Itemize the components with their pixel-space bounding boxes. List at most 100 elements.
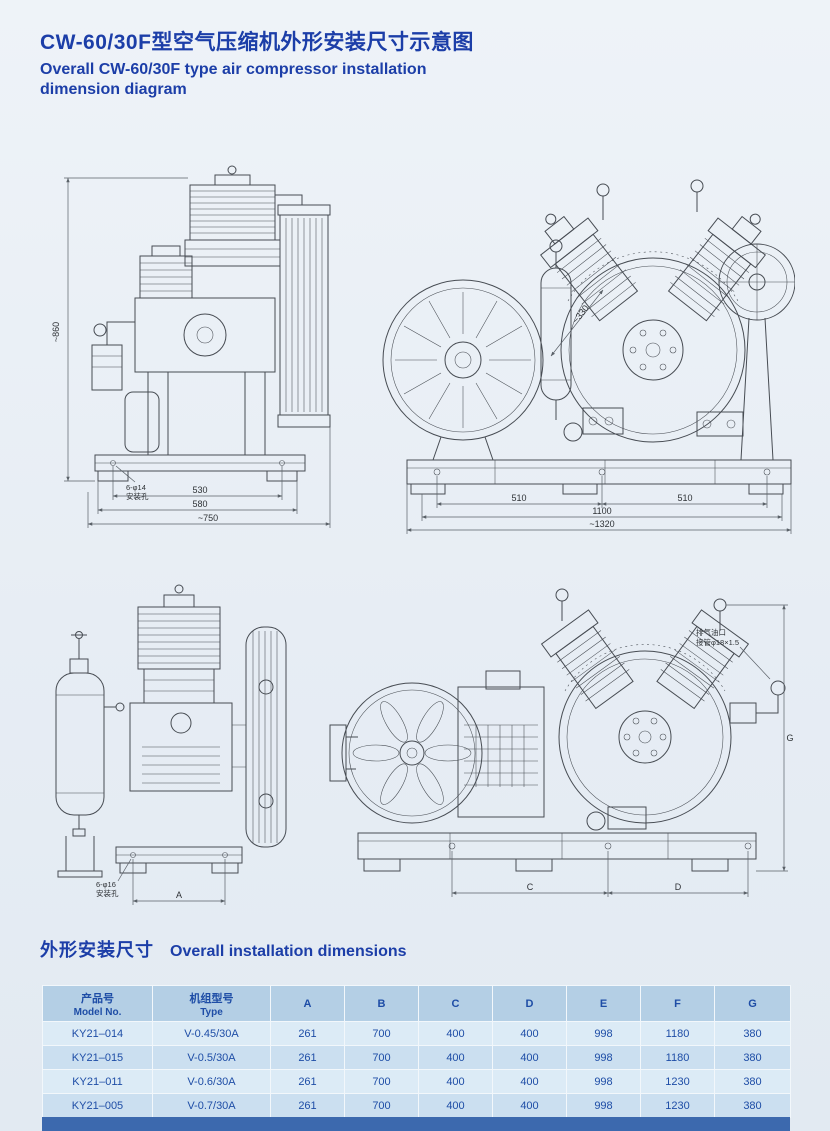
table-cell: 380 <box>714 1021 791 1046</box>
port-note-line2: 接管φ18×1.5 <box>696 637 739 647</box>
table-cell: V-0.5/30A <box>152 1045 271 1070</box>
table-cell: 261 <box>270 1069 345 1094</box>
table-header-row: 产品号 Model No. 机组型号 Type A B C D E F G <box>42 985 791 1022</box>
table-cell: 700 <box>344 1045 419 1070</box>
table-cell: 400 <box>418 1021 493 1046</box>
dimensions-front-view-bottom: C D G 排气油口 接管φ18×1.5 <box>451 604 794 897</box>
dimensions-side-view-bottom: A 6-φ16 安装孔 <box>96 858 226 905</box>
table-cell: 998 <box>566 1021 641 1046</box>
table-cell: 380 <box>714 1069 791 1094</box>
dim-750-label: ~750 <box>198 513 218 523</box>
dim-a-label: A <box>176 890 182 900</box>
dim-510-left-label: 510 <box>511 493 526 503</box>
col-header-model-en: Model No. <box>73 1006 122 1018</box>
dimensions-front-view-top: 510 510 1100 ~1320 ~330 <box>406 289 792 534</box>
section-title-english: Overall installation dimensions <box>170 943 407 960</box>
dim-1320-label: ~1320 <box>589 519 614 529</box>
table-cell: 400 <box>418 1069 493 1094</box>
col-header-letter: F <box>640 985 715 1022</box>
table-cell: 998 <box>566 1045 641 1070</box>
compressor-body <box>558 644 732 824</box>
base-frame <box>357 832 757 872</box>
belt-guard <box>232 626 287 848</box>
base-frame <box>406 459 792 495</box>
mounting-holes-spec: 6-φ16 <box>96 880 116 889</box>
dim-580-label: 580 <box>192 499 207 509</box>
table-cell: 400 <box>492 1093 567 1118</box>
pump-body <box>129 668 233 792</box>
dimensions-side-view-top: ~860 530 580 ~750 6-φ14 安装孔 <box>51 177 331 528</box>
table-cell: KY21–011 <box>42 1069 153 1094</box>
motor <box>137 584 221 670</box>
dim-c-label: C <box>527 882 534 892</box>
table-cell: KY21–015 <box>42 1045 153 1070</box>
compressor-side-view <box>91 165 331 482</box>
col-header-letter: D <box>492 985 567 1022</box>
table-cell: 400 <box>418 1093 493 1118</box>
separator-tank <box>55 631 125 878</box>
table-cell: 700 <box>344 1021 419 1046</box>
drawing-side-view-bottom: A 6-φ16 安装孔 <box>55 584 287 905</box>
page-title-english: Overall CW-60/30F type air compressor in… <box>40 60 510 100</box>
table-cell: 998 <box>566 1093 641 1118</box>
mounting-holes-spec: 6-φ14 <box>126 483 146 492</box>
right-cylinder <box>656 609 750 710</box>
fan-wheel <box>382 279 544 461</box>
mounting-holes-label: 安装孔 <box>126 491 149 501</box>
compressor-body <box>560 251 746 443</box>
table-cell: V-0.6/30A <box>152 1069 271 1094</box>
table-row: KY21–014 V-0.45/30A 261 700 400 400 998 … <box>42 1021 791 1046</box>
section-title: 外形安装尺寸 Overall installation dimensions <box>40 936 407 962</box>
drawing-side-view-top: ~860 530 580 ~750 6-φ14 安装孔 <box>51 165 331 528</box>
table-cell: 380 <box>714 1045 791 1070</box>
table-cell: 700 <box>344 1093 419 1118</box>
table-row: KY21–005 V-0.7/30A 261 700 400 400 998 1… <box>42 1093 791 1118</box>
valves-and-fittings <box>563 179 744 442</box>
air-separator <box>540 239 572 420</box>
table-cell: 261 <box>270 1021 345 1046</box>
table-cell: 1180 <box>640 1021 715 1046</box>
table-cell: 1230 <box>640 1093 715 1118</box>
page-title-chinese: CW-60/30F型空气压缩机外形安装尺寸示意图 <box>40 31 474 54</box>
table-cell: 400 <box>492 1021 567 1046</box>
drawing-front-view-top: 510 510 1100 ~1320 ~330 <box>382 179 795 534</box>
col-header-model: 产品号 Model No. <box>42 985 153 1022</box>
table-cell: 700 <box>344 1069 419 1094</box>
table-row: KY21–015 V-0.5/30A 261 700 400 400 998 1… <box>42 1045 791 1070</box>
dim-510-right-label: 510 <box>677 493 692 503</box>
dim-g-label: G <box>786 733 793 743</box>
table-cell: 261 <box>270 1045 345 1070</box>
page-title-english-line1: Overall CW-60/30F type air compressor in… <box>40 61 427 78</box>
table-cell: 998 <box>566 1069 641 1094</box>
col-header-letter: A <box>270 985 345 1022</box>
dim-d-label: D <box>675 882 682 892</box>
right-cylinder <box>667 213 766 322</box>
table-next-row-partial <box>42 1117 790 1131</box>
fan-wheel <box>329 682 483 824</box>
table-cell: KY21–005 <box>42 1093 153 1118</box>
table-cell: 400 <box>418 1045 493 1070</box>
table-cell: 261 <box>270 1093 345 1118</box>
table-cell: 380 <box>714 1093 791 1118</box>
section-title-chinese: 外形安装尺寸 <box>40 940 154 960</box>
left-cylinder <box>540 609 634 710</box>
motor <box>457 670 545 818</box>
table-cell: 1230 <box>640 1069 715 1094</box>
col-header-letter: B <box>344 985 419 1022</box>
page-title-block: CW-60/30F型空气压缩机外形安装尺寸示意图 Overall CW-60/3… <box>40 26 510 100</box>
dim-530-label: 530 <box>192 485 207 495</box>
col-header-type-zh: 机组型号 <box>189 992 234 1005</box>
col-header-type: 机组型号 Type <box>152 985 271 1022</box>
dim-1100-label: 1100 <box>592 506 611 516</box>
table-cell: V-0.45/30A <box>152 1021 271 1046</box>
drawing-front-view-bottom: C D G 排气油口 接管φ18×1.5 <box>329 588 794 897</box>
dim-330-label: ~330 <box>570 303 590 325</box>
dimensions-table: 产品号 Model No. 机组型号 Type A B C D E F G KY… <box>42 985 791 1118</box>
base-frame <box>115 846 243 874</box>
table-cell: 400 <box>492 1069 567 1094</box>
col-header-letter: G <box>714 985 791 1022</box>
dim-height-label: ~860 <box>51 322 61 342</box>
table-cell: V-0.7/30A <box>152 1093 271 1118</box>
table-cell: KY21–014 <box>42 1021 153 1046</box>
